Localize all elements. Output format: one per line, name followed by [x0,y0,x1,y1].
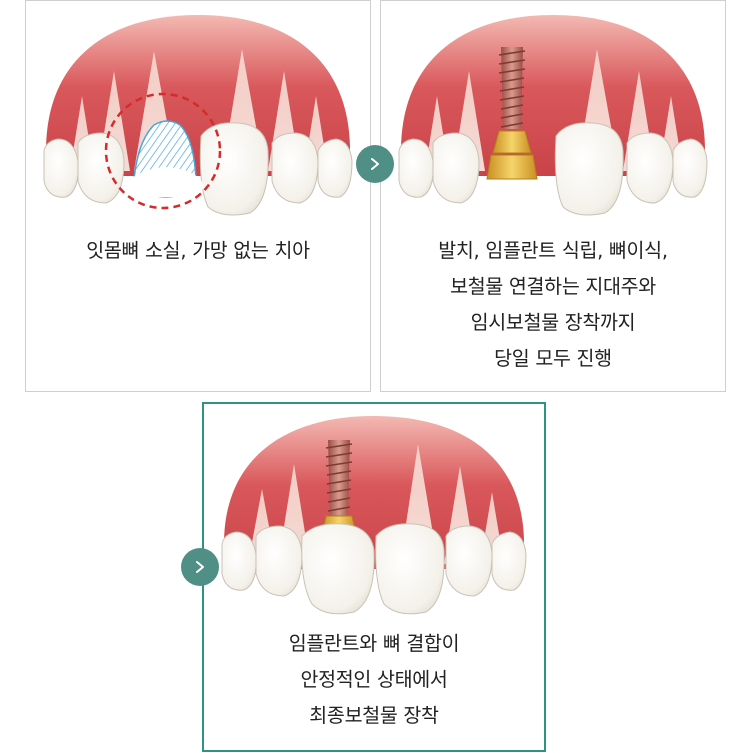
implant-fixture [498,47,526,129]
lost-bone-circle [104,92,222,210]
bone-loss-illustration [43,15,353,216]
caption-line: 안정적인 상태에서 [300,668,448,691]
panel-same-day-implant: 발치, 임플란트 식립, 뼈이식, 보철물 연결하는 지대주와 임시보철물 장착… [380,0,726,392]
step-arrow-1 [356,145,394,183]
step-arrow-2 [181,548,219,586]
final-prosthesis-illustration [221,416,527,615]
caption-line: 발치, 임플란트 식립, 뼈이식, [438,239,668,262]
abutment [492,130,532,154]
caption-line: 보철물 연결하는 지대주와 [450,275,656,298]
panel-final-prosthesis: 임플란트와 뼈 결합이 안정적인 상태에서 최종보철물 장착 [202,402,546,752]
caption-line: 당일 모두 진행 [494,347,612,370]
chevron-right-icon [371,158,379,170]
caption-line: 최종보철물 장착 [309,704,439,727]
panel-2-caption: 발치, 임플란트 식립, 뼈이식, 보철물 연결하는 지대주와 임시보철물 장착… [381,233,725,377]
chevron-right-icon [196,561,204,573]
panel-1-caption: 잇몸뼈 소실, 가망 없는 치아 [26,233,370,269]
temporary-crown-base [486,154,538,180]
panel-bone-loss: 잇몸뼈 소실, 가망 없는 치아 [25,0,371,392]
caption-line: 임플란트와 뼈 결합이 [288,632,460,655]
final-crown [301,523,375,615]
implant-fixture [325,440,353,516]
panel-3-caption: 임플란트와 뼈 결합이 안정적인 상태에서 최종보철물 장착 [204,626,544,734]
caption-line: 잇몸뼈 소실, 가망 없는 치아 [86,239,310,262]
caption-line: 임시보철물 장착까지 [470,311,636,334]
same-day-implant-illustration [398,15,708,216]
